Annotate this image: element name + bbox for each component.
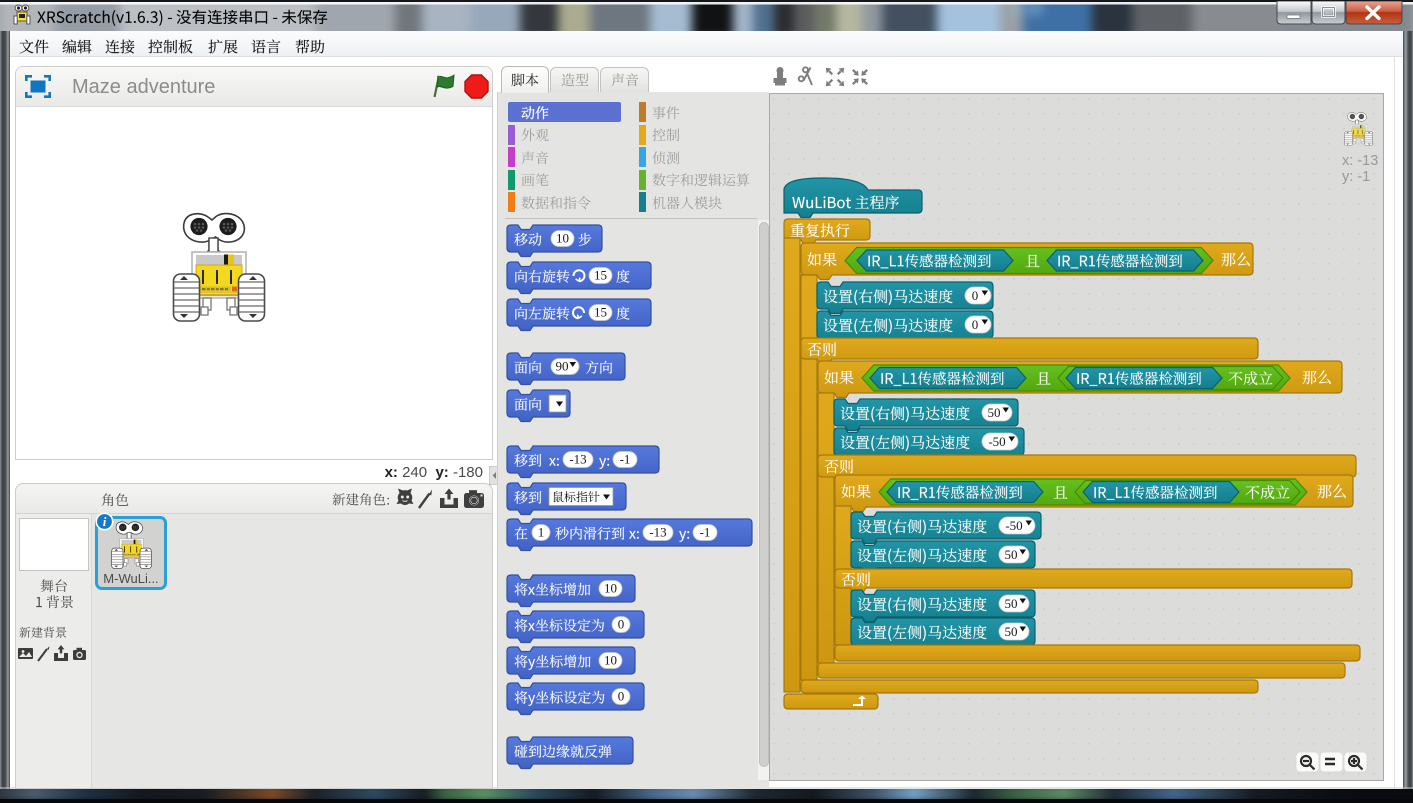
svg-text:-50: -50 — [1005, 518, 1022, 533]
svg-text:-13: -13 — [649, 525, 666, 540]
svg-text:-13: -13 — [569, 452, 586, 467]
svg-text:0: 0 — [618, 617, 625, 632]
svg-text:15: 15 — [594, 305, 607, 320]
svg-text:50: 50 — [988, 405, 1001, 420]
svg-text:-1: -1 — [700, 525, 711, 540]
svg-text:y: -1: y: -1 — [1342, 169, 1370, 185]
svg-text:50: 50 — [1005, 547, 1018, 562]
svg-text:10: 10 — [604, 581, 617, 596]
svg-text:1: 1 — [538, 525, 545, 540]
svg-text:0: 0 — [972, 288, 979, 303]
svg-text:-1: -1 — [620, 452, 631, 467]
svg-text:0: 0 — [618, 689, 625, 704]
svg-text:10: 10 — [556, 231, 569, 246]
svg-text:10: 10 — [604, 653, 617, 668]
svg-text:i: i — [103, 514, 107, 529]
svg-text:0: 0 — [972, 317, 979, 332]
svg-text:90: 90 — [556, 359, 569, 374]
svg-text:15: 15 — [594, 268, 607, 283]
svg-text:x: -13: x: -13 — [1342, 153, 1378, 169]
svg-text:-50: -50 — [988, 434, 1005, 449]
svg-text:50: 50 — [1005, 596, 1018, 611]
svg-text:50: 50 — [1005, 624, 1018, 639]
